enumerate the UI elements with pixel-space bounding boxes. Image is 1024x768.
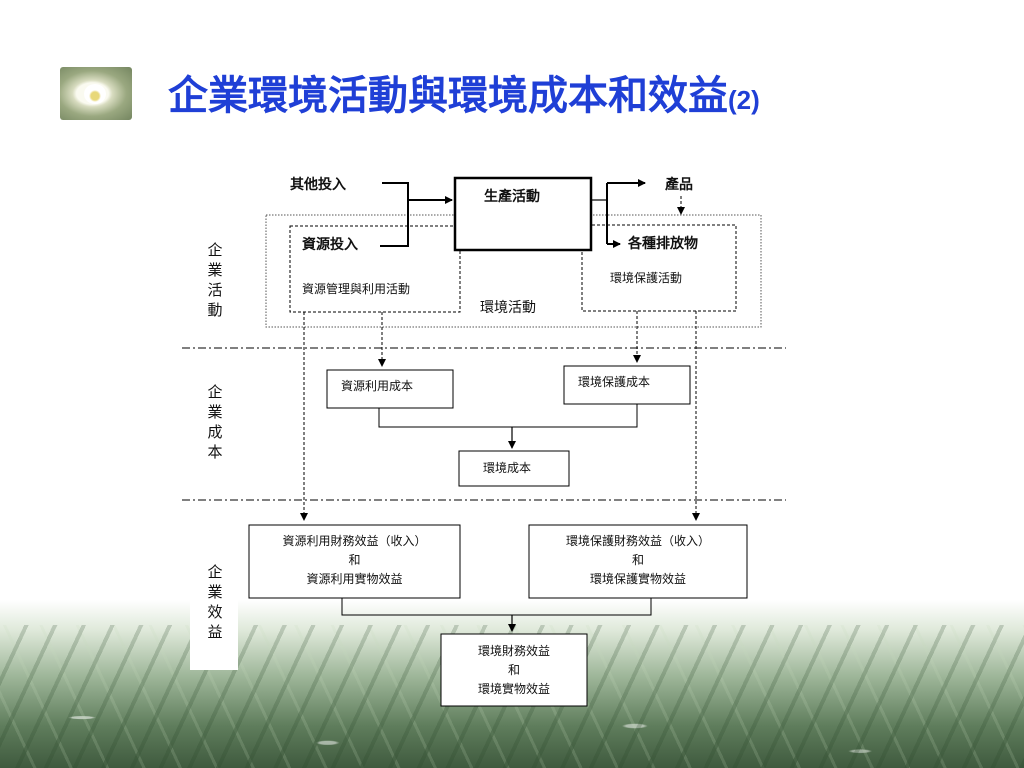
title-suffix: (2) [728,85,760,115]
side-label-char: 業 [207,403,223,421]
env-cost-box [458,450,570,487]
env-protection-activity-label: 環境保護活動 [610,271,683,285]
side-label-char: 業 [207,583,223,601]
env-protection-benefit-line3: 環境保護實物效益 [589,572,686,586]
env-protection-benefit-box [528,524,748,599]
flower-center-icon [84,84,106,104]
side-label-activity: 企 業 活 動 [203,240,227,320]
side-label-char: 成 [207,423,223,441]
side-label-cost: 企 業 成 本 [203,382,227,462]
production-label: 生產活動 [484,189,540,205]
resource-benefit-line2: 和 [348,553,361,567]
side-label-char: 本 [207,443,223,461]
resource-benefit-box [248,524,461,599]
title-main: 企業環境活動與環境成本和效益 [168,72,728,119]
env-benefit-line3: 環境實物效益 [477,682,550,696]
env-protection-cost-box [563,365,691,405]
env-protection-benefit-line2: 和 [631,553,644,567]
resource-benefit-line3: 資源利用實物效益 [306,572,403,586]
env-benefit-line2: 和 [507,663,520,677]
side-label-char: 企 [207,563,223,581]
side-label-char: 活 [207,281,223,299]
benefit-merge-bracket [341,598,652,616]
env-benefit-line1: 環境財務效益 [477,644,550,658]
emissions-label: 各種排放物 [628,236,698,252]
product-label: 產品 [665,177,693,193]
env-protection-benefit-line1: 環境保護財務效益（收入） [565,534,710,548]
resource-cost-label: 資源利用成本 [341,379,414,393]
side-label-char: 業 [207,261,223,279]
resource-input-box [289,225,461,313]
side-label-char: 企 [207,383,223,401]
input-bracket [380,182,409,247]
production-box [453,176,593,252]
side-label-benefit: 企 業 效 益 [203,562,227,642]
env-benefit-box [440,633,588,707]
benefit-label-panel [190,520,238,670]
env-protection-benefit-text: 環境保護財務效益（收入） 和 環境保護實物效益 [529,532,747,589]
env-protection-cost-label: 環境保護成本 [578,375,651,389]
resource-input-label: 資源投入 [302,237,358,253]
env-activity-label: 環境活動 [480,300,536,316]
resource-benefit-line1: 資源利用財務效益（收入） [282,534,427,548]
calla-lily-logo [60,67,132,120]
env-cost-label: 環境成本 [483,461,532,475]
resource-benefit-text: 資源利用財務效益（收入） 和 資源利用實物效益 [249,532,460,589]
cost-merge-bracket [378,404,638,428]
other-input-label: 其他投入 [290,177,346,193]
page-title: 企業環境活動與環境成本和效益(2) [168,68,760,124]
side-label-char: 企 [207,241,223,259]
side-label-char: 動 [207,301,223,319]
side-label-char: 益 [207,623,223,641]
resource-mgmt-label: 資源管理與利用活動 [302,282,411,296]
side-label-char: 效 [207,603,223,621]
resource-cost-box [326,369,454,409]
env-benefit-text: 環境財務效益 和 環境實物效益 [441,642,587,699]
